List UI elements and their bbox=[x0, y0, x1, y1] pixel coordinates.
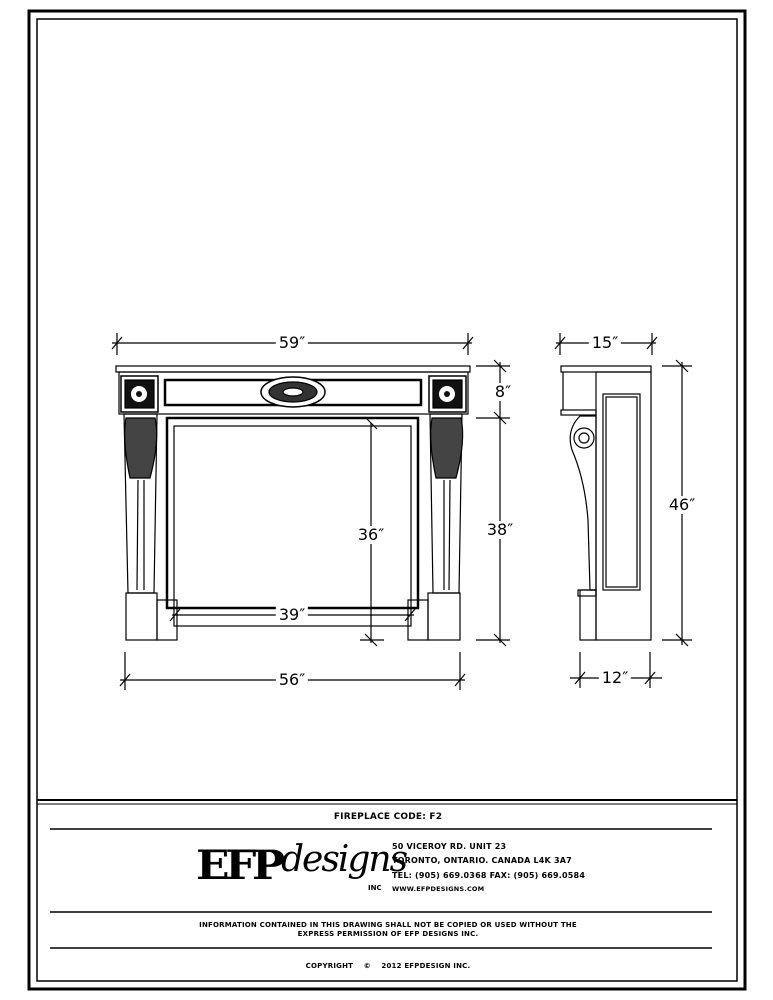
dim-top-depth: 15″ bbox=[588, 334, 622, 352]
address-line1: 50 VICEROY RD. UNIT 23 bbox=[392, 842, 507, 851]
website-link[interactable]: WWW.EFPDESIGNS.COM bbox=[392, 885, 485, 893]
copyright: COPYRIGHT © 2012 EFPDESIGN INC. bbox=[305, 962, 471, 970]
dim-opening-width: 39″ bbox=[275, 606, 309, 624]
dim-base-width: 56″ bbox=[275, 671, 309, 689]
notice-line1: INFORMATION CONTAINED IN THIS DRAWING SH… bbox=[199, 921, 577, 929]
sheet-border bbox=[27, 9, 747, 991]
inner-border bbox=[36, 18, 738, 982]
address-line2: TORONTO, ONTARIO. CANADA L4K 3A7 bbox=[392, 856, 572, 865]
dim-mantel-height: 8″ bbox=[491, 383, 515, 401]
notice-line2: EXPRESS PERMISSION OF EFP DESIGNS INC. bbox=[297, 930, 479, 938]
dim-opening-height: 36″ bbox=[354, 526, 388, 544]
dim-overall-height: 46″ bbox=[665, 496, 699, 514]
dim-overall-width: 59″ bbox=[275, 334, 309, 352]
fireplace-code: FIREPLACE CODE: F2 bbox=[333, 812, 443, 822]
front-elevation bbox=[115, 365, 471, 641]
phone-fax: TEL: (905) 669.0368 FAX: (905) 669.0584 bbox=[392, 871, 586, 880]
dimension-lines bbox=[111, 333, 692, 690]
dim-leg-height: 38″ bbox=[483, 521, 517, 539]
side-elevation bbox=[560, 365, 652, 641]
dim-base-depth: 12″ bbox=[598, 669, 632, 687]
